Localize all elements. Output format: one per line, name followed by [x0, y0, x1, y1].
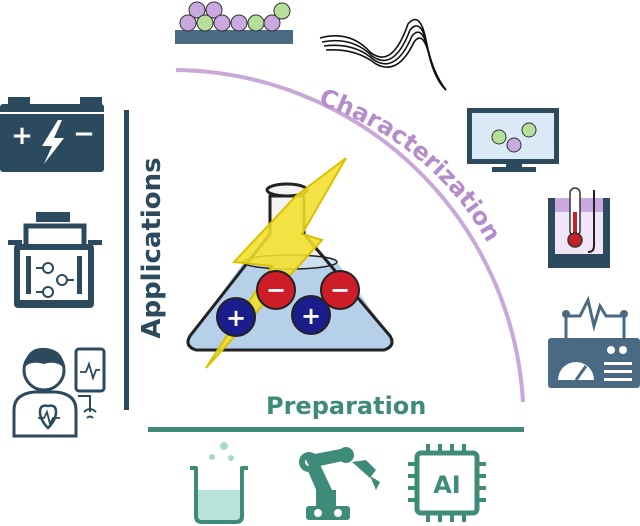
- characterization-arc: [175, 68, 525, 403]
- spectrum-curves-icon: [319, 18, 447, 91]
- surface-particles-icon: [175, 1, 293, 44]
- ai-chip-icon: AI: [408, 444, 486, 522]
- cation-icon: +: [291, 295, 331, 335]
- beaker-icon: [190, 442, 248, 524]
- applications-divider: [124, 110, 129, 410]
- monitor-icon: [467, 108, 559, 172]
- svg-text:+: +: [11, 121, 33, 151]
- robotic-arm-icon: [299, 447, 380, 520]
- cation-icon: +: [216, 297, 256, 337]
- battery-icon: + −: [0, 97, 104, 172]
- electrochemical-cell-icon: [8, 212, 102, 308]
- svg-text:−: −: [266, 276, 286, 304]
- preparation-divider: [148, 427, 524, 432]
- svg-text:−: −: [73, 119, 95, 149]
- preparation-label: Preparation: [266, 392, 427, 420]
- svg-text:+: +: [226, 304, 246, 332]
- measurement-meter-icon: [548, 295, 640, 388]
- thermometer-cell-icon: [548, 187, 610, 268]
- svg-text:AI: AI: [433, 471, 461, 499]
- applications-label: Applications: [137, 157, 167, 339]
- anion-icon: −: [320, 270, 360, 310]
- svg-text:+: +: [301, 302, 321, 330]
- svg-text:−: −: [330, 276, 350, 304]
- anion-icon: −: [256, 270, 296, 310]
- health-monitoring-icon: [12, 347, 106, 438]
